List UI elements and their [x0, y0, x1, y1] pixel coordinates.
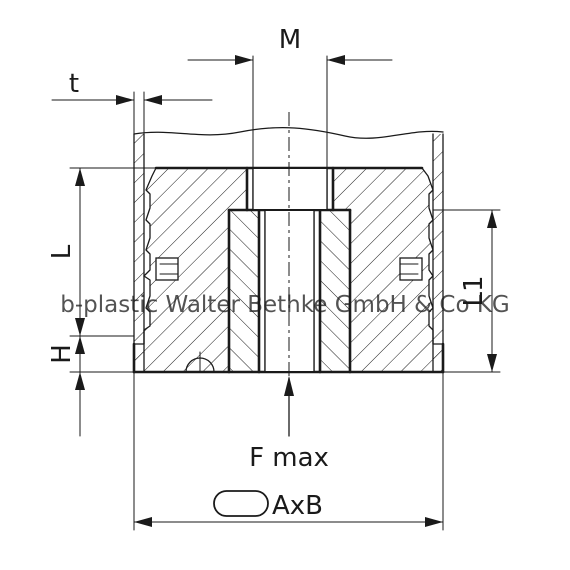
watermark: b-plastic Walter Bethke GmbH & Co KG: [60, 292, 510, 318]
dimension-l1: L1: [432, 209, 501, 373]
dimension-t: t: [51, 69, 213, 135]
dimension-l: L: [47, 167, 157, 337]
dimension-l-label: L: [47, 244, 77, 259]
side-lug-left: [155, 257, 179, 281]
side-lug-right: [399, 257, 423, 281]
force-arrow: F max: [249, 376, 329, 473]
dimension-h: H: [47, 335, 135, 437]
force-label: F max: [249, 443, 329, 473]
dimension-m-label: M: [279, 25, 301, 55]
dimension-l1-label: L1: [459, 275, 489, 306]
tube-wall-left: [133, 133, 145, 373]
tube-size-label: AxB: [272, 491, 323, 521]
plug-body: [132, 166, 445, 374]
dimension-h-label: H: [47, 344, 77, 364]
tube-wall-right: [432, 133, 444, 373]
break-line: [133, 126, 444, 139]
rounded-rectangle-icon: [213, 490, 269, 517]
dimension-t-label: t: [69, 69, 79, 99]
dimension-axb: AxB: [133, 371, 444, 531]
dimension-m: M: [187, 25, 393, 169]
